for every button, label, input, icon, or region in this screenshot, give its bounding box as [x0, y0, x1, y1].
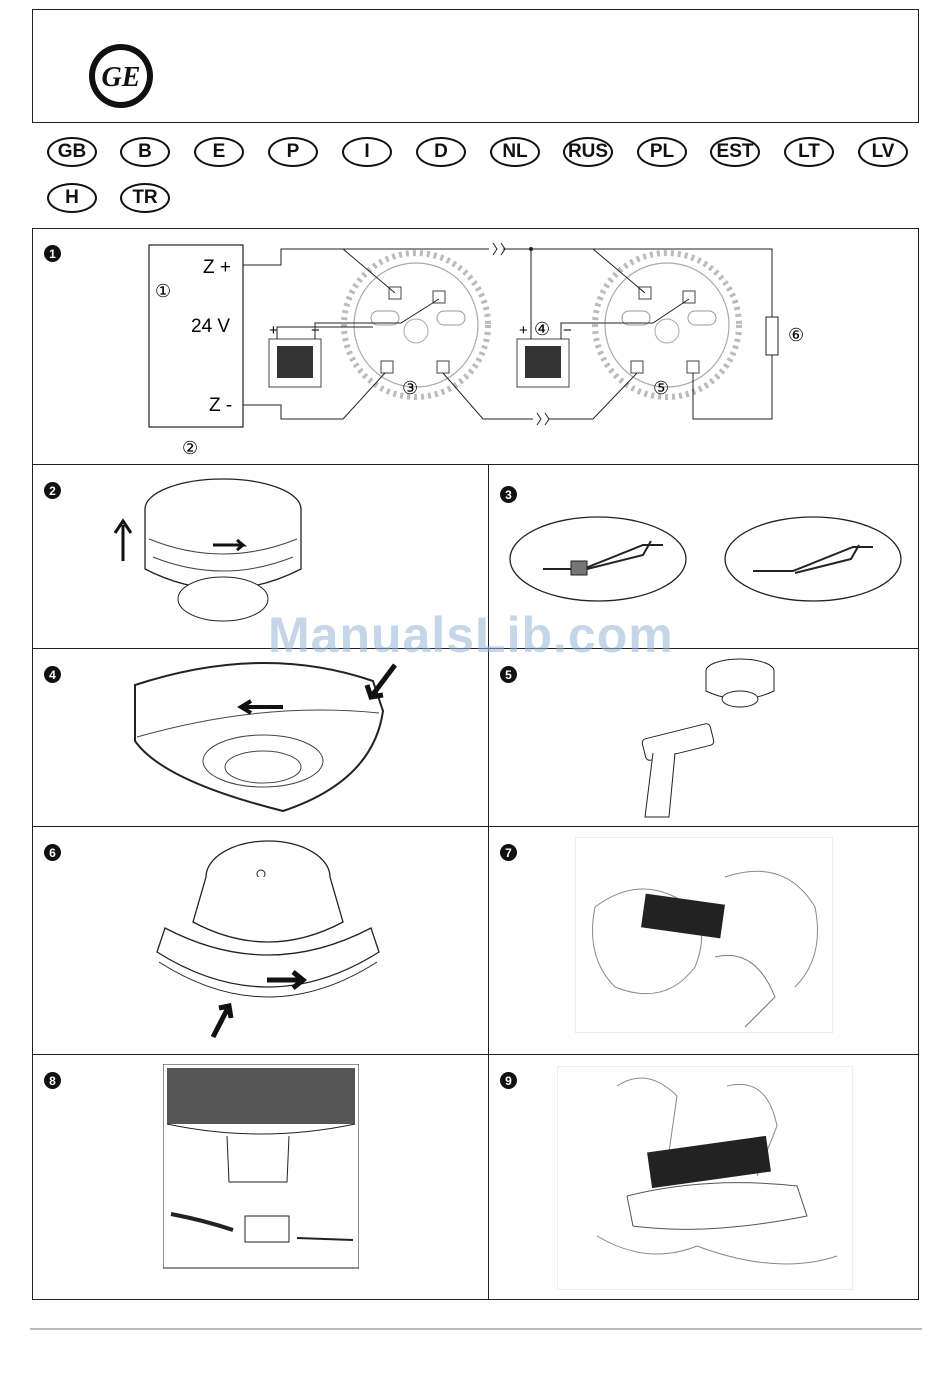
panel-number: 5 [500, 666, 517, 683]
lang-badge[interactable]: RUS [563, 137, 613, 167]
footer-rule [30, 1328, 922, 1330]
panel-number: 6 [44, 844, 61, 861]
callout-3: ③ [402, 378, 418, 398]
hands-photo-7 [575, 837, 833, 1033]
wiring-diagram: Z + 24 V Z - ① ② ③ ⑤ + − + − [33, 229, 918, 464]
lang-badge[interactable]: LV [858, 137, 908, 167]
lang-badge[interactable]: TR [120, 183, 170, 213]
callout-4: ④ [534, 319, 550, 339]
panel-number: 8 [44, 1072, 61, 1089]
panel-number: 2 [44, 482, 61, 499]
callout-2: ② [182, 438, 198, 458]
logo-text: GE [102, 62, 141, 93]
callout-6: ⑥ [788, 325, 804, 345]
lang-badge[interactable]: EST [710, 137, 760, 167]
panel-number: 7 [500, 844, 517, 861]
detector-mounting-illustration [143, 832, 393, 1047]
panel-number: 9 [500, 1072, 517, 1089]
lang-badge[interactable]: P [268, 137, 318, 167]
detector-tool-illustration [623, 657, 823, 822]
chamber-illustration [163, 1064, 359, 1269]
lang-badge[interactable]: PL [637, 137, 687, 167]
header-box: GE [32, 9, 919, 123]
lang-badge[interactable]: B [120, 137, 170, 167]
base-removal-illustration [123, 651, 413, 823]
divider [33, 826, 918, 827]
panel-number: 4 [44, 666, 61, 683]
connector-clip-illustration [503, 509, 913, 619]
divider [33, 1054, 918, 1055]
callout-5: ⑤ [653, 378, 669, 398]
watermark: ManualsLib.com [268, 606, 674, 664]
z-minus-label: Z - [209, 395, 232, 416]
minus-sign: − [563, 322, 572, 339]
hands-photo-9 [557, 1066, 853, 1290]
lang-badge[interactable]: NL [490, 137, 540, 167]
divider [33, 464, 918, 465]
divider [488, 465, 489, 1299]
lang-badge[interactable]: D [416, 137, 466, 167]
lang-badge[interactable]: GB [47, 137, 97, 167]
figure-grid: 1 2 3 4 5 6 7 8 9 Z + 24 V Z - ① ② ③ [32, 228, 919, 1300]
lang-badge[interactable]: H [47, 183, 97, 213]
lang-badge[interactable]: E [194, 137, 244, 167]
callout-1: ① [155, 281, 171, 301]
panel-number: 3 [500, 486, 517, 503]
24v-label: 24 V [191, 316, 230, 337]
ge-logo: GE [88, 43, 154, 109]
lang-badge[interactable]: LT [784, 137, 834, 167]
plus-sign: + [519, 322, 528, 339]
lang-badge[interactable]: I [342, 137, 392, 167]
z-plus-label: Z + [203, 257, 231, 278]
